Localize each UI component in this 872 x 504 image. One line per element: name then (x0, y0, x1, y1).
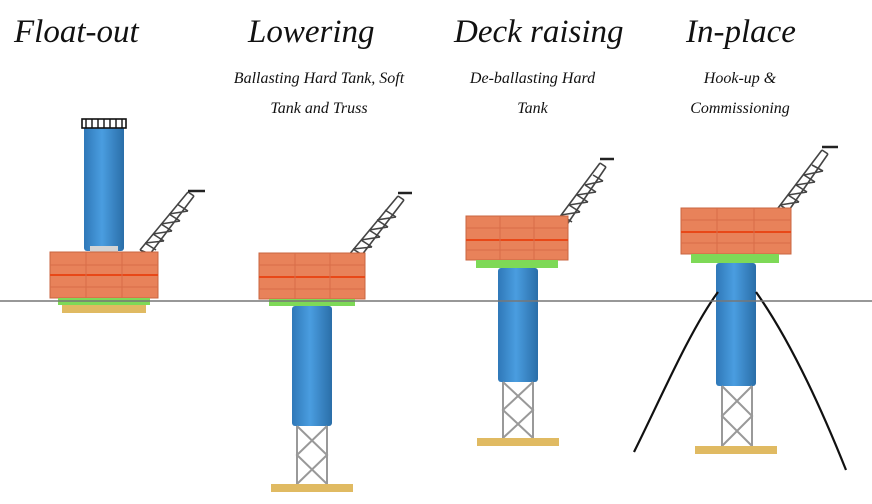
deck-raising-structure (465, 157, 614, 446)
hard-tank (716, 263, 756, 386)
topside-deck (49, 251, 159, 299)
stage-subtitle-in-place: Hook-up & Commissioning (660, 64, 820, 124)
crane-icon (774, 145, 838, 217)
subtitle-line: Commissioning (690, 100, 790, 117)
subtitle-line: Tank (517, 100, 548, 117)
stage-title-deck-raising: Deck raising (454, 14, 624, 50)
subtitle-line: Tank and Truss (270, 100, 368, 117)
soft-tank (477, 438, 559, 446)
topside-deck (465, 215, 569, 261)
truss-section (501, 381, 535, 439)
mooring-line-left (633, 291, 719, 453)
crane-icon (347, 191, 412, 261)
subtitle-line: Hook-up & (703, 70, 777, 87)
hard-tank (292, 306, 332, 426)
float-out-structure (49, 118, 205, 313)
stage-title-lowering: Lowering (248, 14, 375, 50)
hard-tank (84, 125, 124, 251)
stage-title-in-place: In-place (686, 14, 796, 50)
lowering-structure (258, 191, 412, 492)
truss-section (295, 425, 329, 485)
subtitle-line: De-ballasting Hard (469, 70, 596, 87)
soft-tank (271, 484, 353, 492)
topside-deck (258, 252, 366, 300)
hard-tank (498, 268, 538, 382)
truss-section (720, 385, 754, 447)
subtitle-line: Ballasting Hard Tank, Soft (233, 70, 405, 87)
stage-title-float-out: Float-out (14, 14, 139, 50)
in-place-structure (633, 145, 848, 471)
stage-subtitle-deck-raising: De-ballasting Hard Tank (450, 64, 615, 124)
topside-deck (680, 207, 792, 255)
crane-icon (139, 189, 205, 255)
soft-tank (695, 446, 777, 454)
barge (62, 305, 146, 313)
mooring-line-right (755, 291, 848, 471)
stage-subtitle-lowering: Ballasting Hard Tank, Soft Tank and Trus… (214, 64, 424, 124)
